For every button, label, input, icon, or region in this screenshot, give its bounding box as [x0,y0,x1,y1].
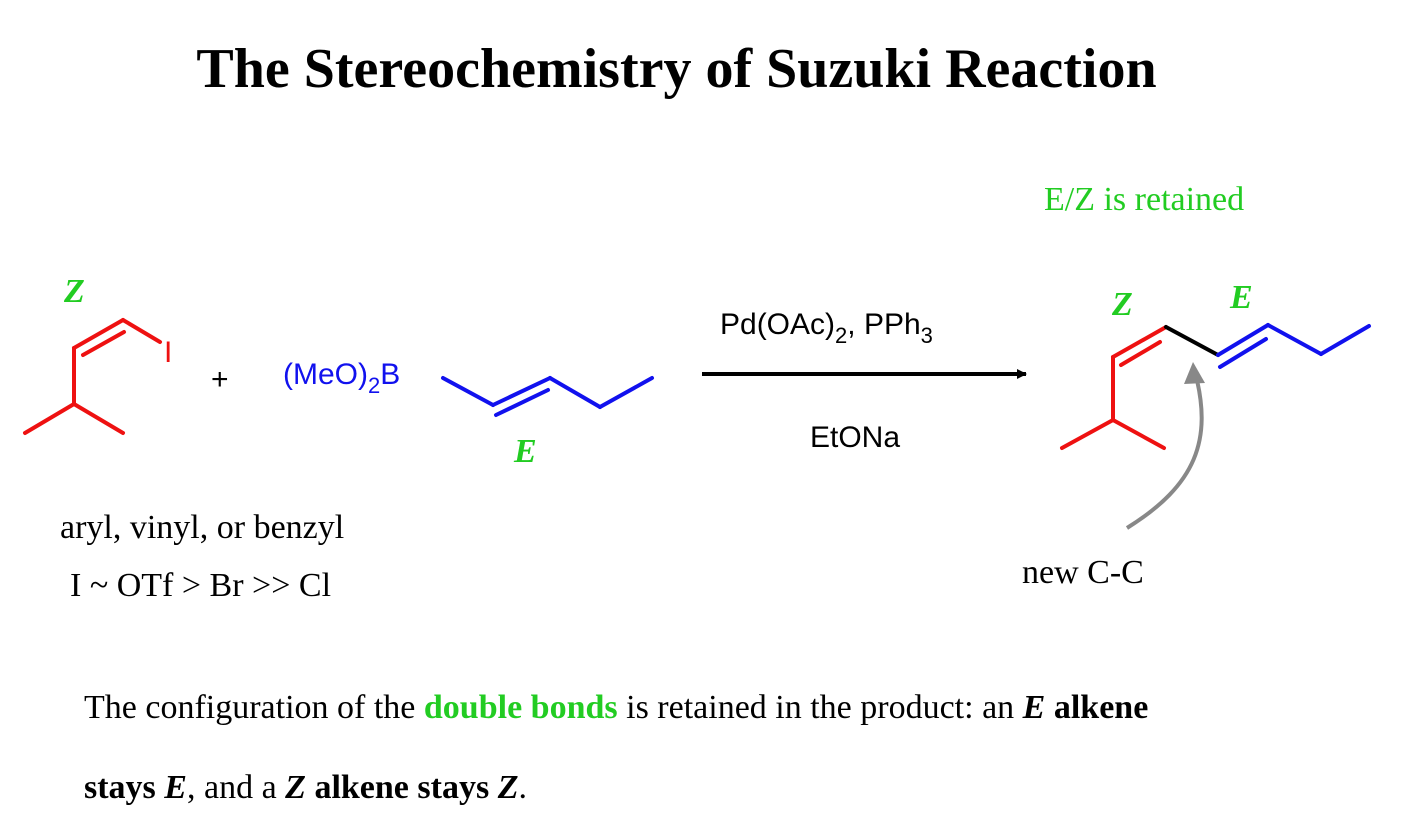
caption-highlight: double bonds [423,689,618,726]
reactant2-e-label: E [513,433,537,470]
new-bond-pointer-arrowhead [1184,362,1205,384]
explanation-caption: The configuration of the double bonds is… [84,689,1149,806]
product-red-fragment [1060,325,1168,450]
new-bond-note: new C-C [1022,554,1144,591]
halide-reactivity-note: I ~ OTf > Br >> Cl [70,567,331,604]
reactant1-structure [23,318,162,435]
product-blue-fragment [1216,323,1371,369]
product-z-label: Z [1111,286,1133,323]
diagram-title: The Stereochemistry of Suzuki Reaction [196,38,1157,100]
halide-scope-note: aryl, vinyl, or benzyl [60,509,344,546]
product-e-label: E [1229,279,1253,316]
boronate-label: (MeO)2B [283,358,400,398]
plus-sign: + [211,363,229,396]
iodine-atom-label: I [164,336,172,369]
new-bond-pointer-arrow [1125,371,1204,530]
reactant1-z-label: Z [63,273,85,310]
retained-note: E/Z is retained [1044,181,1244,218]
base-label: EtONa [810,421,900,454]
catalyst-label: Pd(OAc)2, PPh3 [720,308,933,348]
new-carbon-carbon-bond [1164,325,1220,357]
reactant2-structure [441,376,654,417]
